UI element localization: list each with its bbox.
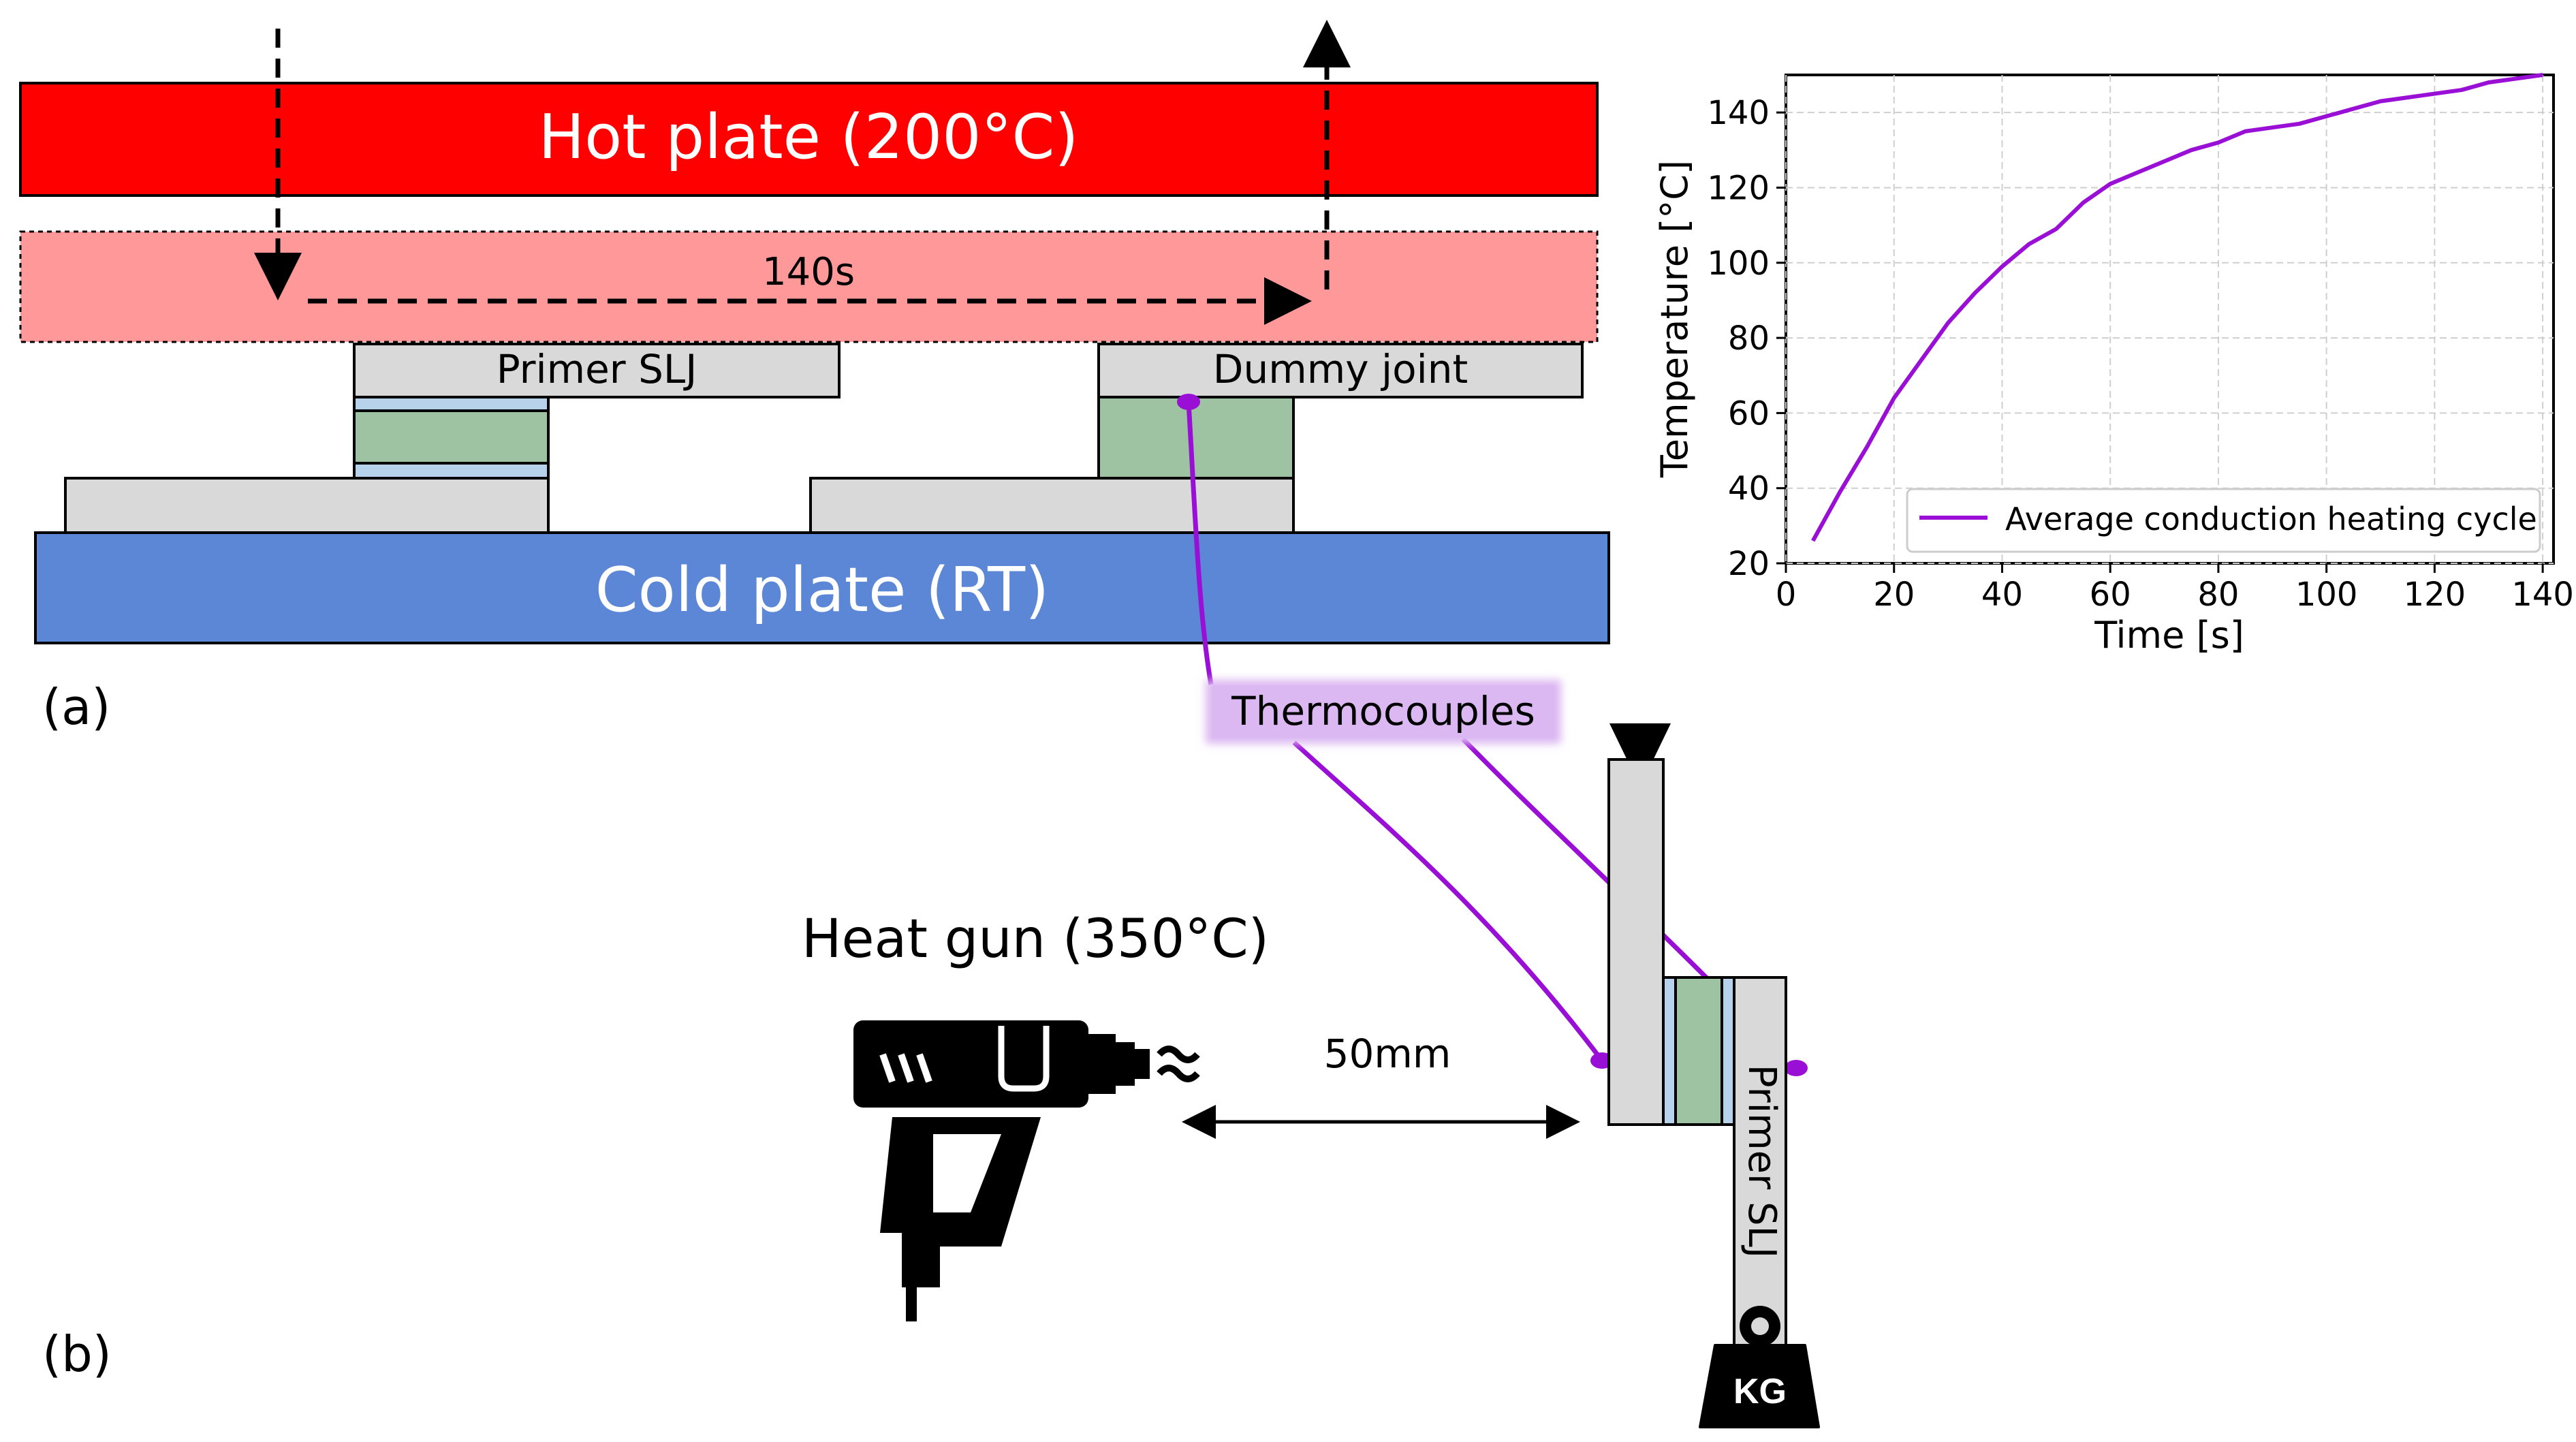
chart-x-tick-label: 120	[2404, 576, 2466, 614]
chart-x-axis-label: Time [s]	[2094, 614, 2244, 657]
time-label: 140s	[762, 250, 855, 294]
chart-series-line	[1811, 73, 2543, 542]
thermocouple-wire-dummy	[1186, 401, 1214, 685]
panel-a-label: (a)	[42, 678, 110, 736]
chart-legend-box	[1906, 488, 2541, 553]
weight-hook-hole	[1751, 1317, 1769, 1335]
chart-x-tick-label: 100	[2295, 576, 2358, 614]
chart-y-axis-label: Temperature [°C]	[1653, 160, 1696, 478]
chart-x-tick-label: 40	[1981, 576, 2023, 614]
panel-a: Hot plate (200°C) 140s Primer SLJ Dummy …	[19, 20, 1610, 736]
adhesive-layer	[353, 409, 550, 465]
adhesive-layer-vertical	[1674, 976, 1723, 1126]
chart-y-tick-label: 100	[1707, 245, 1770, 283]
chart-x-tick-label: 20	[1873, 576, 1915, 614]
weight-label: KG	[1733, 1372, 1787, 1411]
chart-x-tick-label: 140	[2511, 576, 2574, 614]
cold-plate-label: Cold plate (RT)	[595, 554, 1049, 626]
chart-y-tick-label: 120	[1707, 169, 1770, 207]
chart-y-tick-label: 140	[1707, 94, 1770, 132]
chart-y-tick-label: 80	[1728, 319, 1770, 358]
dummy-joint-bottom-adherend	[809, 477, 1295, 534]
thermocouples-label: Thermocouples	[1231, 688, 1535, 734]
dummy-joint-label: Dummy joint	[1213, 346, 1468, 392]
thermocouple-wire-front	[1292, 740, 1604, 1063]
thermocouple-tip-dummy	[1177, 394, 1200, 410]
chart-series	[1811, 73, 2543, 542]
chart-legend: Average conduction heating cycle	[1906, 488, 2541, 553]
thermocouples-label-bg	[1212, 685, 1554, 738]
chart-y-tick-label: 40	[1728, 470, 1770, 508]
weight-icon	[1699, 1344, 1820, 1428]
primer-slj-label: Primer SLJ	[497, 346, 697, 392]
primer-layer-left	[1662, 976, 1677, 1126]
primer-layer-right	[1721, 976, 1735, 1126]
hot-plate	[19, 82, 1599, 197]
heat-gun-label: Heat gun (350°C)	[802, 909, 1269, 970]
primer-layer-top	[353, 396, 550, 412]
thermocouples-callout: Thermocouples	[1206, 680, 1561, 744]
upper-adherend	[1607, 758, 1665, 1126]
primer-slj-vertical-label: Primer SLJ	[1740, 1065, 1784, 1258]
primer-slj-bottom-adherend	[64, 477, 550, 534]
cold-plate	[34, 531, 1610, 644]
thermocouple-wires	[1177, 394, 1808, 1076]
primer-slj-top-adherend	[353, 343, 841, 398]
chart-y-tick-label: 60	[1728, 394, 1770, 433]
chart-x-tick-label: 80	[2197, 576, 2239, 614]
thermocouple-wire-back	[1461, 737, 1712, 983]
dummy-joint-adhesive	[1097, 396, 1295, 480]
chart-y-tick-label: 20	[1728, 545, 1770, 583]
hot-plate-label: Hot plate (200°C)	[538, 101, 1078, 173]
distance-label: 50mm	[1324, 1031, 1451, 1077]
chart-x-tick-label: 60	[2090, 576, 2131, 614]
thermocouple-tip-back	[1785, 1060, 1808, 1076]
heat-gun-icon	[853, 1020, 1200, 1321]
chart-legend-label: Average conduction heating cycle	[2005, 501, 2537, 537]
clamp-triangle	[1609, 723, 1671, 787]
lower-adherend	[1733, 976, 1787, 1350]
primer-layer-bottom	[353, 462, 550, 480]
panel-b: Primer SLJ KG Heat gun (350°C) 50mm (b)	[42, 723, 1820, 1428]
panel-b-label: (b)	[42, 1326, 112, 1383]
dummy-joint-top-adherend	[1097, 343, 1584, 398]
chart-x-tick-label: 0	[1776, 576, 1797, 614]
